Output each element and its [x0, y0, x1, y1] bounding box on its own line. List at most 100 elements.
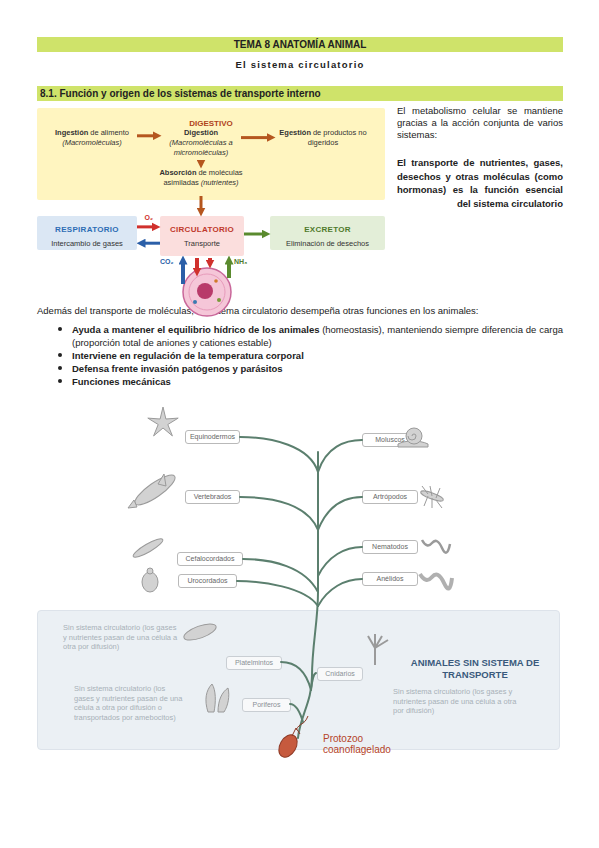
text-line: CIRCULATORIO [160, 221, 244, 235]
text-line: Platelmintos [227, 657, 281, 669]
system-box: CIRCULATORIO Transporte [160, 216, 244, 256]
taxon-box: Poriferos [242, 698, 291, 712]
node-heading: Platelmintos [235, 659, 273, 666]
process-step: Egestiónde productos no digeridos [275, 128, 371, 154]
flow-arrow [141, 242, 160, 245]
node-heading: EXCRETOR [304, 225, 351, 234]
body-text: Además del transporte de moléculas, el s… [37, 304, 563, 317]
text-line: Transporte [160, 235, 244, 249]
tunicate-drawing [142, 572, 158, 592]
text-line: Moluscos [363, 434, 417, 446]
gas-arrow [181, 260, 185, 284]
taxon-box: Cefalocordados [177, 552, 243, 566]
taxon-box: Platelmintos [226, 656, 282, 670]
label-text: Defensa frente invasión patógenos y pará… [72, 363, 283, 374]
node-heading: Equinodermos [190, 433, 235, 440]
note-text: Sin sistema circulatorio (los gases y nu… [393, 687, 521, 716]
node-heading: Absorción [159, 168, 196, 177]
starfish-drawing [148, 407, 178, 436]
text-line: (Macromoléculas) [47, 138, 137, 148]
node-text: Eliminación de desechos [286, 239, 369, 248]
label-text: El transporte de nutrientes, gases, dese… [397, 157, 563, 209]
fish-drawing [131, 471, 178, 510]
label-text: NH₃ [234, 258, 247, 265]
taxon-box: Artrópodos [362, 490, 418, 504]
system-box: DIGESTIVOIngestiónde alimento(Macromoléc… [37, 108, 385, 200]
cell-membrane [189, 274, 225, 310]
text-line: (Macromoléculas a micromoléculas) [161, 138, 241, 158]
text-line: Digestión [161, 128, 241, 138]
lancelet-drawing [131, 536, 164, 560]
node-text: de alimento [90, 128, 129, 137]
system-box: EXCRETOR Eliminación de desechos [270, 216, 385, 250]
node-heading: RESPIRATORIO [55, 225, 119, 234]
label-text: Ayuda a mantener el equilibrio hídrico d… [72, 324, 319, 335]
text-line: Urocordados [179, 575, 236, 587]
process-step: Ingestiónde alimento(Macromoléculas) [47, 128, 137, 154]
tree-branch [240, 497, 318, 530]
node-heading: Ingestión [55, 128, 88, 137]
cell-nucleus [197, 283, 213, 299]
tree-branch [318, 440, 362, 472]
tree-branch [318, 547, 362, 576]
taxon-box: Vertebrados [185, 490, 240, 504]
node-heading: Cnidarios [325, 670, 355, 677]
text-line: Nematodos [363, 541, 417, 553]
organelle [193, 300, 197, 304]
flow-arrow [244, 233, 266, 236]
flow-arrow [137, 225, 156, 228]
group-heading: ANIMALES SIN SISTEMA DE TRANSPORTE [390, 657, 560, 681]
body-text: El metabolismo celular se mantiene graci… [397, 105, 563, 140]
text-line: Eliminación de desechos [270, 235, 385, 249]
section-band: 8.1. Función y origen de los sistemas de… [37, 86, 563, 101]
gas-label: CO₂ [160, 258, 190, 265]
label-text: CO₂ [160, 258, 174, 265]
body-text: El transporte de nutrientes, gases, dese… [397, 156, 563, 210]
title-band: TEMA 8 ANATOMÍA ANIMAL [37, 37, 563, 52]
bullet-dot [58, 353, 62, 357]
tree-branch [243, 559, 318, 592]
node-text: (Macromoléculas) [62, 138, 122, 147]
text-line: Absorciónde moléculas asimiladas(nutrien… [151, 168, 251, 188]
text-line: Intercambio de gases [37, 235, 137, 249]
bullet-dot [58, 379, 62, 383]
taxon-box: Cnidarios [317, 667, 363, 681]
node-heading: Moluscos [375, 436, 405, 443]
node-heading: Egestión [279, 128, 311, 137]
label-text: El sistema circulatorio [236, 59, 365, 70]
tunicate-siphon [147, 568, 153, 574]
note-text: Sin sistema circulatorio (los gases y nu… [63, 623, 178, 652]
node-heading: CIRCULATORIO [170, 225, 234, 234]
system-box: RESPIRATORIO Intercambio de gases [37, 216, 137, 250]
node-text: (Macromoléculas a micromoléculas) [169, 138, 232, 157]
node-text: Transporte [184, 239, 220, 248]
text-line: Cnidarios [318, 668, 362, 680]
node-heading: Vertebrados [194, 493, 232, 500]
node-heading: Anélidos [377, 575, 404, 582]
group-panel: Sin sistema circulatorio (los gases y nu… [37, 610, 560, 750]
waste-arrow [227, 260, 231, 278]
text-line: Anélidos [363, 573, 417, 585]
gas-label: NH₃ [234, 258, 264, 265]
node-text: Intercambio de gases [51, 239, 123, 248]
tree-branch [318, 579, 362, 606]
taxon-box: Moluscos [362, 433, 418, 447]
fish-fin [158, 474, 166, 486]
bullet-dot [58, 327, 62, 331]
insect-drawing [420, 489, 445, 503]
label-text: El metabolismo celular se mantiene graci… [397, 105, 563, 140]
insect-legs [422, 486, 442, 508]
label-text: Protozoo coanoflagelado [323, 733, 391, 755]
process-step: Digestión(Macromoléculas a micromolécula… [161, 128, 241, 160]
node-heading: Poriferos [252, 701, 280, 708]
label-text: Además del transporte de moléculas, el s… [37, 305, 478, 316]
tree-branch [240, 437, 318, 472]
node-text: (nutrientes) [201, 178, 239, 187]
text-line: Poriferos [243, 699, 290, 711]
node-heading: Cefalocordados [185, 555, 234, 562]
bullet-item: Defensa frente invasión patógenos y pará… [72, 362, 563, 375]
label-text: 8.1. Función y origen de los sistemas de… [40, 88, 321, 99]
node-text: de productos no digeridos [308, 128, 367, 147]
text-line: Artrópodos [363, 491, 417, 503]
text-line: RESPIRATORIO [37, 221, 137, 235]
